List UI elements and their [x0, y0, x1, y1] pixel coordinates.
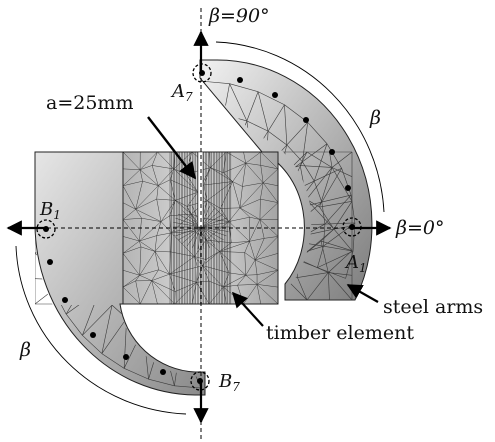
- load-point-dot: [329, 149, 335, 155]
- load-point-dot: [123, 354, 129, 360]
- beta-arc-right: [215, 41, 385, 213]
- label-crack-length: a=25mm: [46, 92, 133, 114]
- load-point-dot: [303, 117, 309, 123]
- load-point-dot: [90, 332, 96, 338]
- load-points: [47, 77, 351, 375]
- point-a1-marker: [342, 217, 362, 237]
- point-b1-marker: [36, 219, 56, 239]
- label-beta-arc-left: β: [19, 339, 31, 361]
- crack-pointer-arrow: [147, 116, 197, 180]
- load-point-dot: [237, 77, 243, 83]
- label-b1: B1: [39, 199, 61, 222]
- load-point-dot: [272, 92, 278, 98]
- label-a1: A1: [344, 252, 367, 275]
- label-timber-element: timber element: [266, 322, 414, 344]
- label-b7: B7: [218, 371, 240, 394]
- steel-pointer-arrow: [346, 284, 379, 303]
- label-steel-arms: steel arms: [383, 296, 483, 318]
- label-a7: A7: [170, 81, 193, 104]
- beta-arc-left: [15, 245, 187, 415]
- label-beta-90: β=90°: [208, 5, 270, 27]
- point-a7-marker: [192, 63, 212, 83]
- point-b7-marker: [190, 371, 210, 391]
- load-point-dot: [160, 369, 166, 375]
- timber-pointer-arrow: [231, 291, 264, 327]
- load-point-dot: [62, 297, 68, 303]
- label-beta-0: β=0°: [395, 217, 445, 239]
- load-point-dot: [47, 259, 53, 265]
- load-point-dot: [345, 185, 351, 191]
- label-beta-arc-right: β: [369, 107, 381, 129]
